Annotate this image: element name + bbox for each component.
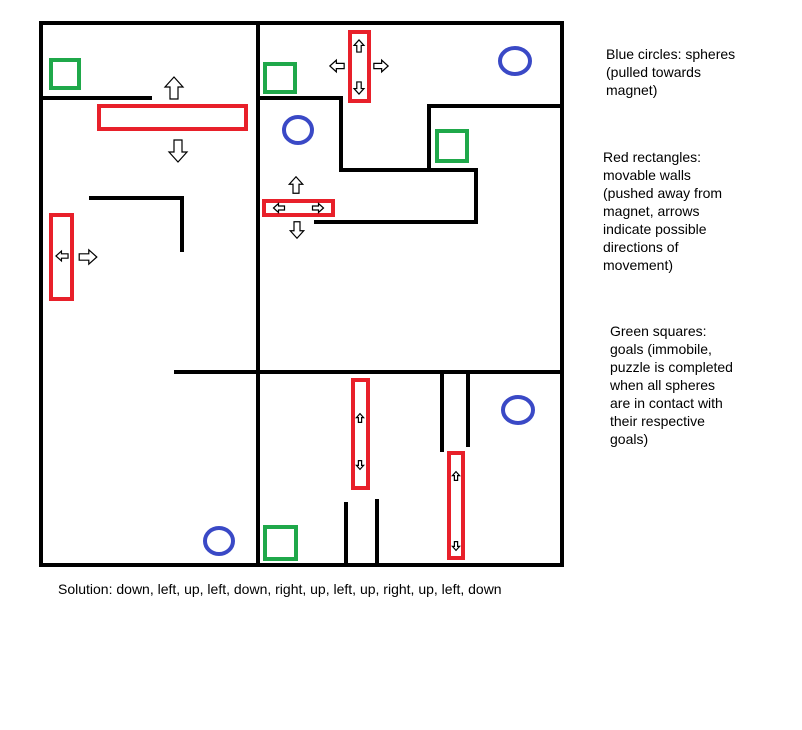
goal-square xyxy=(263,62,297,94)
goal-square xyxy=(49,58,81,90)
solution-text: Solution: down, left, up, left, down, ri… xyxy=(58,581,502,597)
goals xyxy=(49,58,469,561)
movable-wall-vertical-left xyxy=(49,213,74,301)
goal-square xyxy=(435,129,469,163)
sphere-circle xyxy=(498,46,532,76)
direction-arrows xyxy=(55,39,461,552)
arrow-left-icon xyxy=(272,202,286,214)
spheres xyxy=(203,46,535,556)
legend-goals: Green squares: goals (immobile, puzzle i… xyxy=(610,323,733,447)
fixed-walls xyxy=(39,21,564,567)
arrow-down-icon xyxy=(451,540,461,552)
arrow-left-icon xyxy=(328,58,345,74)
arrow-up-icon xyxy=(352,39,366,53)
movable-wall-vertical-bottom-1 xyxy=(351,378,370,490)
movable-wall-vertical-top xyxy=(348,30,371,103)
outer-border xyxy=(39,21,564,567)
arrow-right-icon xyxy=(78,248,98,266)
movable-wall-horizontal-top xyxy=(97,104,248,131)
arrow-down-icon xyxy=(288,221,306,240)
arrow-up-icon xyxy=(451,470,461,482)
arrow-right-icon xyxy=(373,58,390,74)
arrow-down-icon xyxy=(167,139,189,163)
legend-spheres: Blue circles: spheres (pulled towards ma… xyxy=(606,46,736,98)
sphere-circle xyxy=(501,395,535,425)
arrow-up-icon xyxy=(163,76,185,100)
arrow-left-icon xyxy=(55,249,69,263)
legend-movable-walls: Red rectangles: movable walls (pushed aw… xyxy=(603,149,723,273)
arrow-down-icon xyxy=(355,459,365,471)
movable-wall-horizontal-small xyxy=(262,199,335,217)
arrow-up-icon xyxy=(287,175,305,194)
movable-wall-vertical-bottom-2 xyxy=(447,451,465,560)
sphere-circle xyxy=(282,115,314,145)
arrow-up-icon xyxy=(355,412,365,424)
goal-square xyxy=(263,525,298,561)
arrow-down-icon xyxy=(352,81,366,95)
arrow-right-icon xyxy=(311,202,325,214)
sphere-circle xyxy=(203,526,235,556)
movable-walls xyxy=(49,30,465,560)
